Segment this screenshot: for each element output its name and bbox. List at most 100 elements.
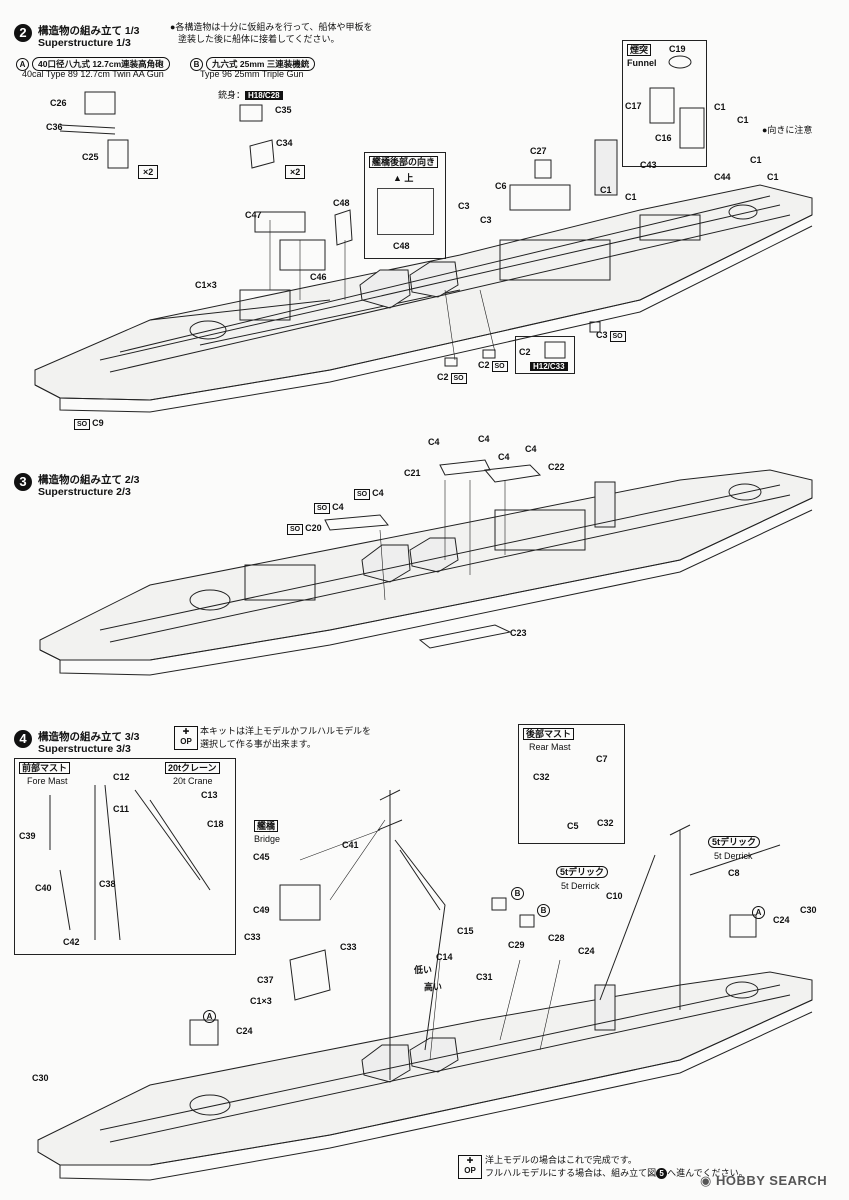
watermark: ◉ HOBBY SEARCH <box>700 1173 827 1189</box>
so-badge: SO <box>314 503 331 514</box>
part-label: C49 <box>253 905 270 915</box>
part-label: C12 <box>113 772 130 782</box>
gun-b-letter: B <box>537 904 550 917</box>
part-label: C4 <box>498 452 510 462</box>
part-label: C21 <box>404 468 421 478</box>
part-label: C4 <box>372 488 384 498</box>
footer-step-ref: 5 <box>656 1168 668 1179</box>
derrick-title-jp: 5tデリック <box>556 866 609 879</box>
part-label: C13 <box>201 790 218 800</box>
part-label: C16 <box>655 133 672 143</box>
derrick-title-en-2: 5t Derrick <box>714 851 753 861</box>
part-label: C40 <box>35 883 52 893</box>
part-label: C46 <box>310 272 327 282</box>
gun-a-jp: 40口径八九式 12.7cm連装高角砲 <box>32 57 170 71</box>
rear-mast-title-jp: 後部マスト <box>523 728 575 741</box>
op-label: OP <box>180 737 192 746</box>
part-label: C4 <box>332 502 344 512</box>
part-label: C19 <box>669 44 686 54</box>
part-label: C4 <box>478 434 490 444</box>
bridge-title-jp: 艦橋 <box>254 820 279 833</box>
op-note-line2: 選択して作る事が出来ます。 <box>200 739 316 749</box>
part-label: C14 <box>436 952 453 962</box>
part-label: C17 <box>625 101 642 111</box>
part-label: C30 <box>800 905 817 915</box>
part-label: C26 <box>50 98 67 108</box>
part-label: C28 <box>548 933 565 943</box>
part-label: C7 <box>596 754 608 764</box>
part-label: C30 <box>32 1073 49 1083</box>
part-label: C4 <box>525 444 537 454</box>
part-label: C27 <box>530 146 547 156</box>
gun-b-letter: B <box>190 58 203 71</box>
so-badge: SO <box>450 373 467 384</box>
step-2-note-line1: ●各構造物は十分に仮組みを行って、船体や甲板を <box>170 22 373 32</box>
part-label: C32 <box>597 818 614 828</box>
c20-boat-drawing <box>324 514 389 531</box>
stern-direction-title: 艦橋後部の向き <box>369 156 439 169</box>
part-label: C47 <box>245 210 262 220</box>
gun-a-letter: A <box>203 1010 216 1023</box>
step-2-note-line2: 塗装した後に船体に接着してください。 <box>178 34 340 44</box>
part-label: C22 <box>548 462 565 472</box>
part-label: C32 <box>533 772 550 782</box>
step-3-number: 3 <box>14 473 32 491</box>
quantity-badge: ×2 <box>138 165 159 179</box>
part-label: C1 <box>750 155 762 165</box>
gun-a-letter: A <box>16 58 29 71</box>
part-label: C48 <box>333 198 350 208</box>
part-label: C24 <box>578 946 595 956</box>
barrel-parts: H18/C28 <box>245 91 283 100</box>
derrick-title-en: 5t Derrick <box>561 881 600 891</box>
step-2-title-jp: 構造物の組み立て 1/3 <box>38 25 140 37</box>
footer-line2-pre: フルハルモデルにする場合は、組み立て図 <box>485 1168 657 1178</box>
part-label: C34 <box>276 138 293 148</box>
part-label: C20 <box>305 523 322 533</box>
part-label: C10 <box>606 891 623 901</box>
part-label: C45 <box>253 852 270 862</box>
step-4-number: 4 <box>14 730 32 748</box>
c25-drawing <box>107 139 129 169</box>
part-label: C3 <box>480 215 492 225</box>
high-label: 高い <box>424 982 443 992</box>
crane-title-jp: 20tクレーン <box>165 762 220 775</box>
op-note-line1: 本キットは洋上モデルかフルハルモデルを <box>200 726 372 736</box>
part-label: C2 <box>478 360 490 370</box>
step4-hull-drawing <box>37 971 813 1181</box>
step-2-number: 2 <box>14 24 32 42</box>
part-label: C29 <box>508 940 525 950</box>
part-label: C35 <box>275 105 292 115</box>
so-badge: SO <box>609 331 626 342</box>
part-label: C48 <box>393 241 410 251</box>
step-4-title-jp: 構造物の組み立て 3/3 <box>38 731 140 743</box>
so-badge: SO <box>287 524 304 535</box>
low-label: 低い <box>414 965 433 975</box>
part-label: C4 <box>428 437 440 447</box>
derrick-title-jp-2: 5tデリック <box>708 836 761 849</box>
barrel-label: 銃身： <box>218 90 246 100</box>
so-badge: SO <box>354 489 371 500</box>
barrel-note: 銃身：H18/C28 <box>218 90 283 100</box>
part-label: C23 <box>510 628 527 638</box>
part-label: C37 <box>257 975 274 985</box>
so-badge: SO <box>491 361 508 372</box>
part-label: C44 <box>714 172 731 182</box>
part-label: C9 <box>92 418 104 428</box>
part-label: C33 <box>244 932 261 942</box>
rear-mast-title-en: Rear Mast <box>529 742 571 752</box>
gun-a-en: 40cal Type 89 12.7cm Twin AA Gun <box>22 69 164 79</box>
step2-hull-drawing <box>34 139 813 413</box>
so-badge: SO <box>74 419 91 430</box>
part-label: C2 <box>519 347 531 357</box>
h12-c33-parts: H12/C33 <box>530 362 568 371</box>
part-label: C1×3 <box>250 996 272 1006</box>
part-label: C38 <box>99 879 116 889</box>
step-2-title-en: Superstructure 1/3 <box>38 37 131 49</box>
step-3-title-jp: 構造物の組み立て 2/3 <box>38 474 140 486</box>
part-label: C1 <box>714 102 726 112</box>
